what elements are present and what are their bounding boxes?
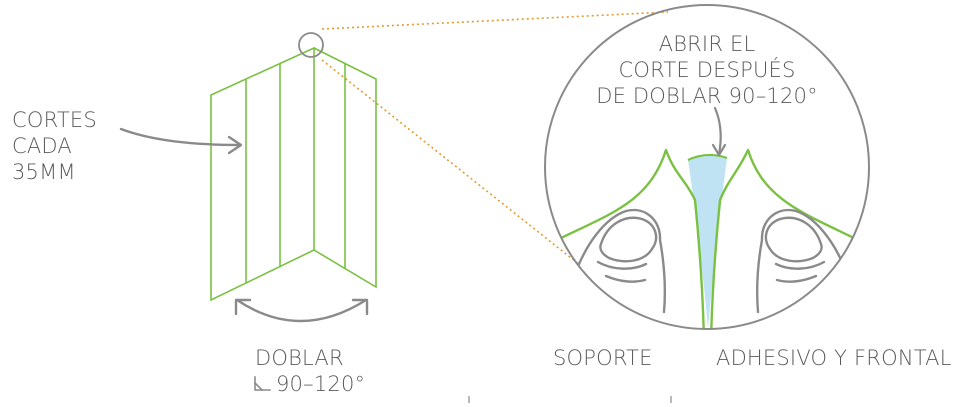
open-cut-arrow xyxy=(711,106,727,157)
angle-icon xyxy=(253,376,271,392)
right-thumb xyxy=(756,208,849,314)
fold-label: DOBLAR xyxy=(255,346,344,370)
folded-sheet xyxy=(210,46,377,302)
cuts-label-line2: CADA xyxy=(12,134,72,158)
front-layer-line xyxy=(709,148,869,329)
zoom-line-bottom xyxy=(321,59,606,286)
cuts-label-line1: CORTES xyxy=(12,108,97,132)
zoom-line-top xyxy=(321,11,669,30)
open-cut-label-line3: DE DOBLAR 90–120° xyxy=(596,84,818,108)
support-layer-line xyxy=(545,148,706,329)
fold-angle-label: 90–120° xyxy=(276,372,366,396)
bend-arrow xyxy=(234,298,369,323)
zoom-detail xyxy=(544,4,870,330)
support-label: SOPORTE xyxy=(553,346,653,370)
zoom-circle xyxy=(544,4,870,330)
open-cut-label-line2: CORTE DESPUÉS xyxy=(618,58,796,82)
open-cut-label-line1: ABRIR EL xyxy=(658,32,756,56)
adhesive-front-label: ADHESIVO Y FRONTAL xyxy=(716,346,952,370)
left-thumb xyxy=(573,208,666,314)
adhesive-layer xyxy=(688,154,727,328)
magnifier-circle xyxy=(298,32,324,58)
cuts-label-line3: 35MM xyxy=(12,160,76,184)
sheet-left-panel xyxy=(210,46,315,302)
cuts-arrow xyxy=(119,127,243,155)
